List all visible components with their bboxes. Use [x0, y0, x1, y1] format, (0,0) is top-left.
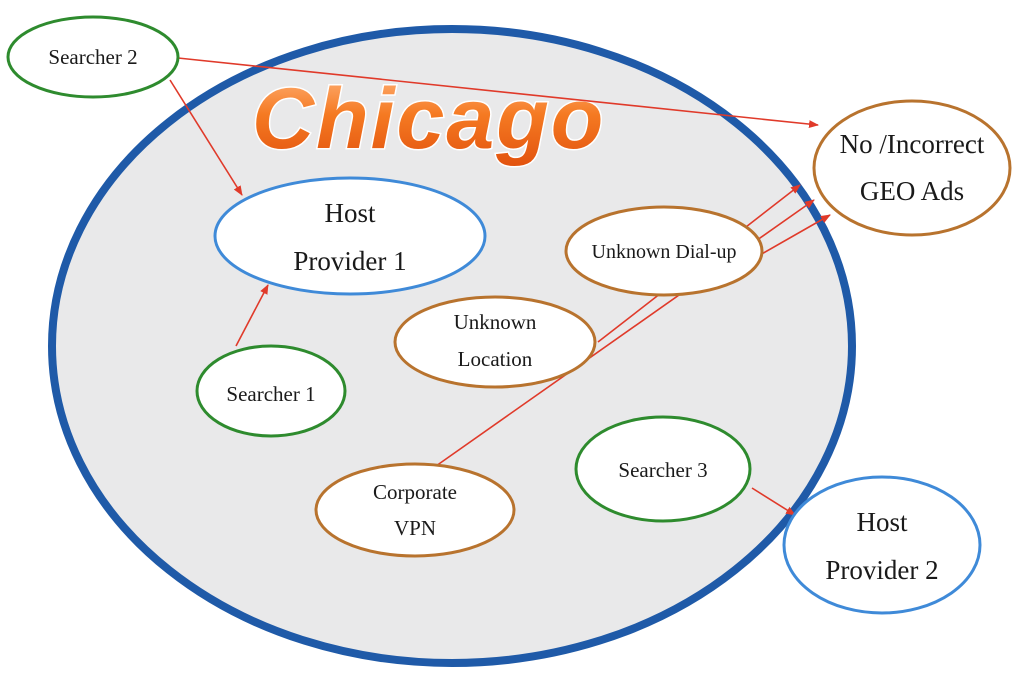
arrow-searcher1-to-host1	[235, 284, 269, 347]
node-label-line2: GEO Ads	[860, 176, 964, 206]
node-searcher-3: Searcher 3	[574, 415, 752, 523]
node-unknown-location: Unknown Location	[393, 295, 597, 389]
arrow-searcher2-to-host1	[169, 79, 243, 196]
arrow-searcher2-to-geo-ads	[177, 57, 819, 129]
node-label-line2: Provider 2	[825, 555, 938, 585]
node-host-provider-1: Host Provider 1	[213, 176, 487, 296]
node-label-line1: No /Incorrect	[840, 129, 985, 159]
node-label-line1: Corporate	[373, 480, 457, 504]
node-label-line2: Provider 1	[293, 246, 406, 276]
node-unknown-dial-up: Unknown Dial-up	[564, 205, 764, 297]
node-searcher-1: Searcher 1	[195, 344, 347, 438]
node-label-line1: Host	[856, 507, 908, 537]
node-label: Searcher 1	[226, 382, 315, 406]
node-corporate-vpn: Corporate VPN	[314, 462, 516, 558]
arrow-searcher3-to-host2	[751, 487, 796, 516]
node-label: Searcher 2	[48, 45, 137, 69]
node-label-line1: Host	[324, 198, 376, 228]
node-label-line1: Unknown	[454, 310, 537, 334]
diagram-title: Chicago	[252, 71, 605, 167]
node-no-incorrect-geo-ads: No /Incorrect GEO Ads	[812, 99, 1012, 237]
node-searcher-2: Searcher 2	[6, 15, 180, 99]
node-label-line2: Location	[458, 347, 533, 371]
node-host-provider-2: Host Provider 2	[782, 475, 982, 615]
node-label: Unknown Dial-up	[592, 241, 737, 263]
node-label-line2: VPN	[394, 516, 436, 540]
arrow-dialup-to-geo-ads	[759, 214, 831, 256]
node-label: Searcher 3	[618, 458, 707, 482]
